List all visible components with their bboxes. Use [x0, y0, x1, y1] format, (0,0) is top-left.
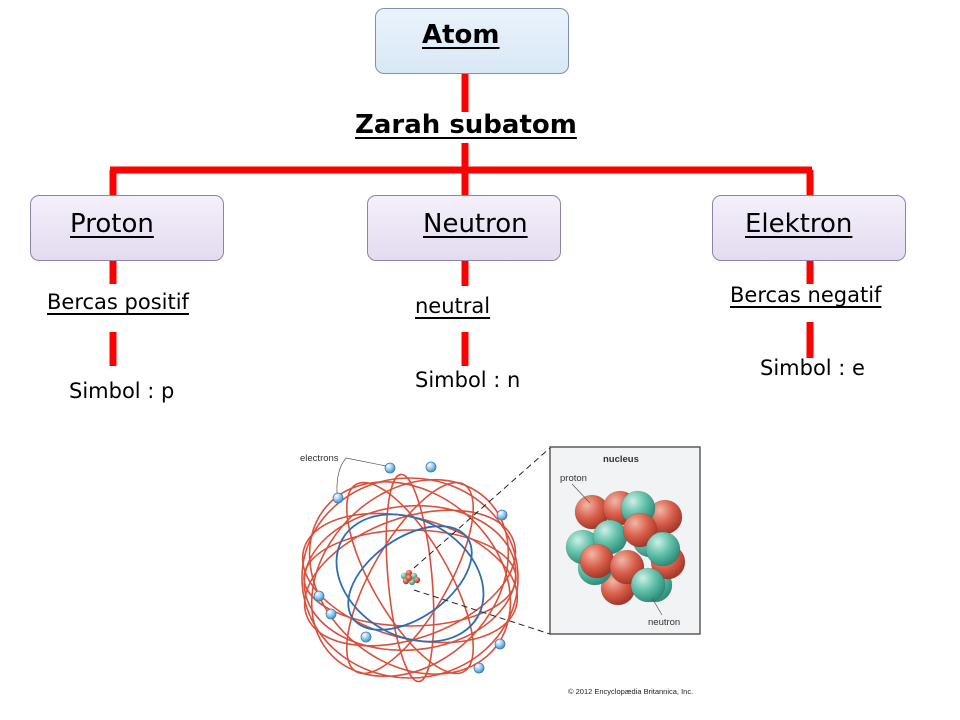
nucleus-small [400, 569, 421, 586]
inset-leaders [571, 483, 663, 616]
nucleus-label: nucleus [603, 454, 639, 465]
neutron-symbol: Simbol : n [415, 368, 521, 392]
neutron-inset-label: neutron [648, 617, 680, 628]
electrons-leaders [336, 457, 387, 494]
subatomic-label: Zarah subatom [355, 110, 577, 140]
neutron-charge: neutral [415, 294, 491, 318]
atom-box [375, 8, 569, 74]
neutron-label: Neutron [423, 209, 528, 239]
proton-symbol: Simbol : p [69, 379, 175, 403]
proton-box [30, 195, 224, 261]
nucleus-large [565, 490, 686, 606]
atom-label: Atom [422, 20, 500, 50]
electrons-label: electrons [300, 453, 339, 464]
elektron-symbol: Simbol : e [760, 356, 865, 380]
zoom-lines [413, 447, 551, 635]
neutron-box [367, 195, 561, 261]
elektron-label: Elektron [745, 209, 853, 239]
proton-charge: Bercas positif [47, 290, 189, 314]
proton-label: Proton [70, 209, 154, 239]
electron-orbits-blue [335, 513, 485, 643]
elektron-box [712, 195, 906, 261]
proton-inset-label: proton [560, 473, 587, 484]
elektron-charge: Bercas negatif [730, 283, 882, 307]
electrons [313, 461, 508, 674]
electron-orbits [301, 473, 519, 683]
copyright: © 2012 Encyclopædia Britannica, Inc. [568, 687, 693, 696]
